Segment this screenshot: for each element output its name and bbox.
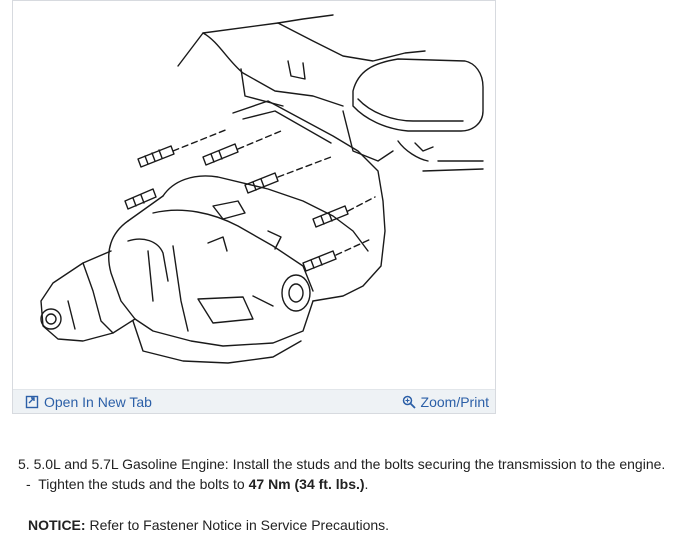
open-new-tab-icon — [25, 395, 39, 409]
zoom-print-link[interactable]: Zoom/Print — [402, 394, 489, 410]
zoom-print-label: Zoom/Print — [420, 394, 489, 410]
step-number: 5. — [18, 456, 30, 472]
transmission-diagram — [13, 1, 495, 389]
open-in-new-tab-link[interactable]: Open In New Tab — [25, 394, 152, 410]
substep-body: Tighten the studs and the bolts to — [38, 476, 245, 492]
open-in-new-tab-label: Open In New Tab — [44, 394, 152, 410]
magnifier-icon — [402, 395, 416, 409]
torque-value: 47 Nm (34 ft. lbs.) — [248, 476, 365, 492]
substep-torque: - Tighten the studs and the bolts to 47 … — [26, 476, 368, 492]
step-5-text: 5. 5.0L and 5.7L Gasoline Engine: Instal… — [18, 456, 665, 472]
torque-suffix: . — [364, 476, 369, 492]
step-body: 5.0L and 5.7L Gasoline Engine: Install t… — [33, 456, 666, 472]
figure-card: Open In New Tab Zoom/Print — [12, 0, 496, 414]
notice: NOTICE: Refer to Fastener Notice in Serv… — [28, 517, 389, 533]
notice-label: NOTICE: — [28, 517, 86, 533]
figure-toolbar: Open In New Tab Zoom/Print — [13, 389, 495, 413]
substep-dash: - — [26, 476, 31, 492]
notice-text: Refer to Fastener Notice in Service Prec… — [89, 517, 390, 533]
